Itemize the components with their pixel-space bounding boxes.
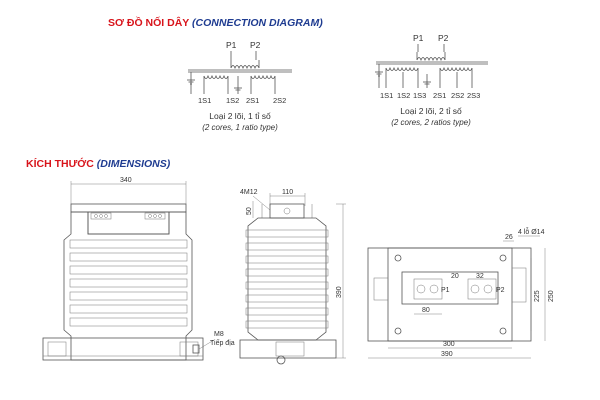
terminal-p2-label: P2 — [496, 287, 505, 294]
secondary-terminal-label: 1S1 — [380, 91, 393, 100]
connection-diagram-title: SƠ ĐỒ NỐI DÂY (CONNECTION DIAGRAM) — [108, 17, 323, 29]
dim-hole-offset: 26 — [505, 234, 513, 241]
holes-label: 4 lỗ Ø14 — [518, 227, 545, 236]
secondary-terminal-label: 1S1 — [198, 96, 211, 105]
caption-right: Loại 2 lõi, 2 tỉ số (2 cores, 2 ratios t… — [366, 106, 496, 127]
ground-bolt-label: M8 — [214, 331, 224, 338]
primary-coil — [416, 57, 446, 62]
dim-20: 20 — [451, 273, 459, 280]
front-view: 340 M8 Tiếp địa — [42, 177, 235, 361]
mount-hole — [499, 327, 507, 335]
dim-front-width: 340 — [120, 177, 132, 184]
secondary-coil — [439, 66, 473, 71]
top-view: P1 P2 20 32 80 26 4 lỗ Ø14 225 250 300 3… — [367, 227, 555, 359]
caption-left: Loại 2 lõi, 1 tỉ số (2 cores, 1 ratio ty… — [180, 111, 300, 132]
secondary-terminal-label: 2S2 — [451, 91, 464, 100]
caption-left-vn: Loại 2 lõi, 1 tỉ số — [209, 111, 271, 121]
secondary-coil — [385, 66, 419, 71]
secondary-coil — [203, 74, 229, 79]
dim-terminal-width: 110 — [282, 189, 293, 196]
connection-diagrams: P1 P2 1S1 1S2 2S1 2S2 P1 P2 — [187, 33, 488, 105]
side-view: 4M12 110 50 390 — [239, 189, 346, 365]
caption-left-en: (2 cores, 1 ratio type) — [202, 123, 278, 132]
dim-390: 390 — [441, 351, 453, 358]
secondary-terminal-label: 1S2 — [226, 96, 239, 105]
mount-hole — [394, 327, 402, 335]
secondary-terminal-label: 2S1 — [246, 96, 259, 105]
secondary-coil — [250, 74, 276, 79]
secondary-terminal-label: 2S2 — [273, 96, 286, 105]
caption-right-en: (2 cores, 2 ratios type) — [391, 118, 471, 127]
dimensions-title: KÍCH THƯỚC (DIMENSIONS) — [26, 158, 171, 170]
terminal-p1-label: P1 — [441, 287, 450, 294]
primary-terminal-label: P1 — [413, 33, 424, 43]
mount-hole — [394, 254, 402, 262]
primary-terminal-label: P1 — [226, 40, 237, 50]
dim-32: 32 — [476, 273, 484, 280]
caption-right-vn: Loại 2 lõi, 2 tỉ số — [400, 106, 462, 116]
dim-300: 300 — [443, 341, 455, 348]
connection-diagram-right: P1 P2 1S1 1S2 1S3 2S1 2S2 2S3 — [375, 33, 488, 100]
secondary-terminal-label: 2S1 — [433, 91, 446, 100]
connection-diagram-left: P1 P2 1S1 1S2 2S1 2S2 — [187, 40, 292, 105]
secondary-terminal-label: 1S2 — [397, 91, 410, 100]
dim-terminal-height: 50 — [246, 207, 253, 215]
primary-terminal-label: P2 — [250, 40, 261, 50]
terminal-thread-label: 4M12 — [240, 189, 258, 196]
secondary-terminal-label: 2S3 — [467, 91, 480, 100]
mount-hole — [499, 254, 507, 262]
dim-250: 250 — [548, 290, 555, 302]
dim-225: 225 — [534, 290, 541, 302]
dim-side-height: 390 — [336, 286, 343, 298]
primary-coil — [230, 65, 260, 70]
dim-80: 80 — [422, 307, 430, 314]
secondary-terminal-label: 1S3 — [413, 91, 426, 100]
primary-terminal-label: P2 — [438, 33, 449, 43]
ground-label: Tiếp địa — [210, 338, 235, 347]
